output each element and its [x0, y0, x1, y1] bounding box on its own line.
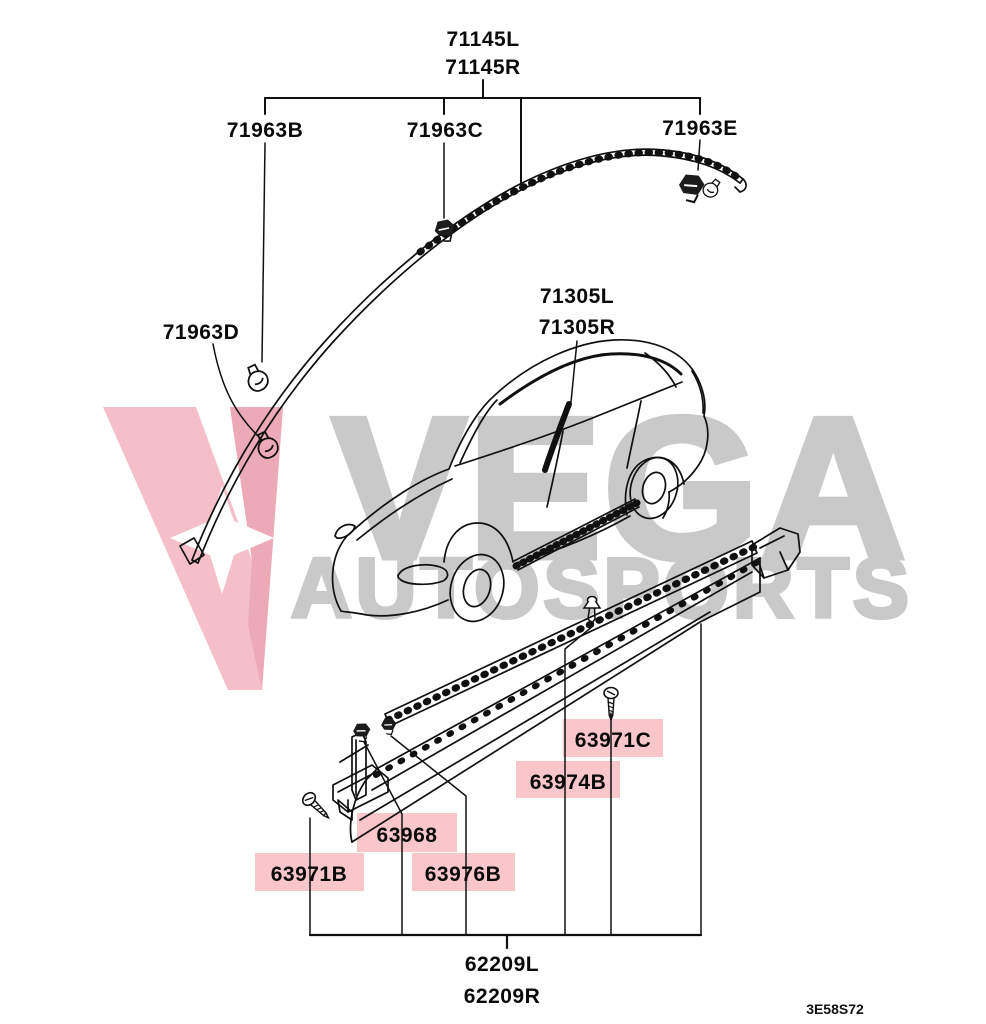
side-sill-garnish [332, 527, 801, 843]
part-label-71145r: 71145R [445, 56, 520, 79]
diagram-code: 3E58S72 [806, 1001, 864, 1017]
car-outline [331, 338, 709, 623]
part-label-71145l: 71145L [446, 28, 519, 51]
part-label-63968: 63968 [377, 824, 438, 847]
bottom-bracket-lines [308, 933, 703, 950]
part-labels: 71145L 71145R 71963B 71963C 71963E 71963… [163, 28, 864, 1017]
watermark-sparkle [170, 486, 274, 594]
part-label-71963c: 71963C [407, 119, 484, 142]
part-label-63974b: 63974B [530, 771, 607, 794]
part-label-71963d: 71963D [163, 321, 240, 344]
watermark-v-logo [103, 407, 283, 690]
garnish-end-cap [751, 527, 801, 579]
part-label-71305r: 71305R [539, 316, 616, 339]
molding-hatch [416, 148, 745, 256]
part-label-71963e: 71963E [662, 117, 737, 140]
part-label-63971c: 63971C [575, 729, 652, 752]
door-drip-molding-71305 [542, 401, 572, 473]
roof-drip-molding [179, 148, 747, 565]
garnish-left-bracket [332, 731, 389, 821]
highlight-63971C [563, 719, 663, 757]
part-label-71963b: 71963B [227, 119, 304, 142]
part-label-62209l: 62209L [465, 953, 539, 976]
highlight-63974B [516, 761, 620, 798]
lower-leader-lines [309, 623, 702, 935]
watermark-v-logo-dark-arm [230, 407, 283, 690]
car-sill-stripe [513, 498, 640, 571]
clip-63968-a [350, 719, 375, 745]
highlight-63968 [357, 813, 457, 852]
highlight-63976B [412, 853, 515, 891]
highlight-boxes [255, 719, 663, 891]
part-label-63976b: 63976B [425, 863, 502, 886]
part-label-62209r: 62209R [464, 985, 541, 1008]
top-bracket-lines [212, 79, 701, 441]
clip-63968-b [378, 714, 400, 738]
clip-71963B [238, 361, 274, 396]
part-label-63971b: 63971B [271, 863, 348, 886]
part-label-71305l: 71305L [540, 285, 614, 308]
watermark: VEGA AUTOSPORTS [103, 374, 911, 690]
screw-63971B [299, 789, 335, 824]
clip-71963E [676, 170, 721, 206]
